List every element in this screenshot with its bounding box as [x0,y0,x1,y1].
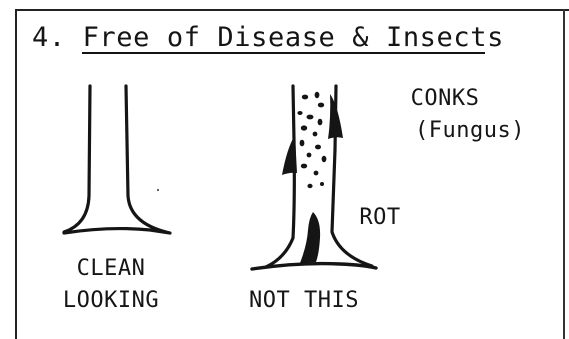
label-conks: CONKS [400,88,490,110]
paper-speck [157,189,159,191]
tree-trunk-diseased-icon [252,86,376,269]
label-rot: ROT [354,207,406,229]
conk-icon-left [282,135,297,175]
label-fungus: (Fungus) [410,120,530,142]
label-clean: CLEAN [62,258,160,280]
tree-trunk-clean-icon [64,86,170,233]
label-looking: LOOKING [48,290,174,312]
disease-spots [297,92,326,188]
rot-cavity [300,212,320,263]
label-not-this: NOT THIS [236,290,372,312]
